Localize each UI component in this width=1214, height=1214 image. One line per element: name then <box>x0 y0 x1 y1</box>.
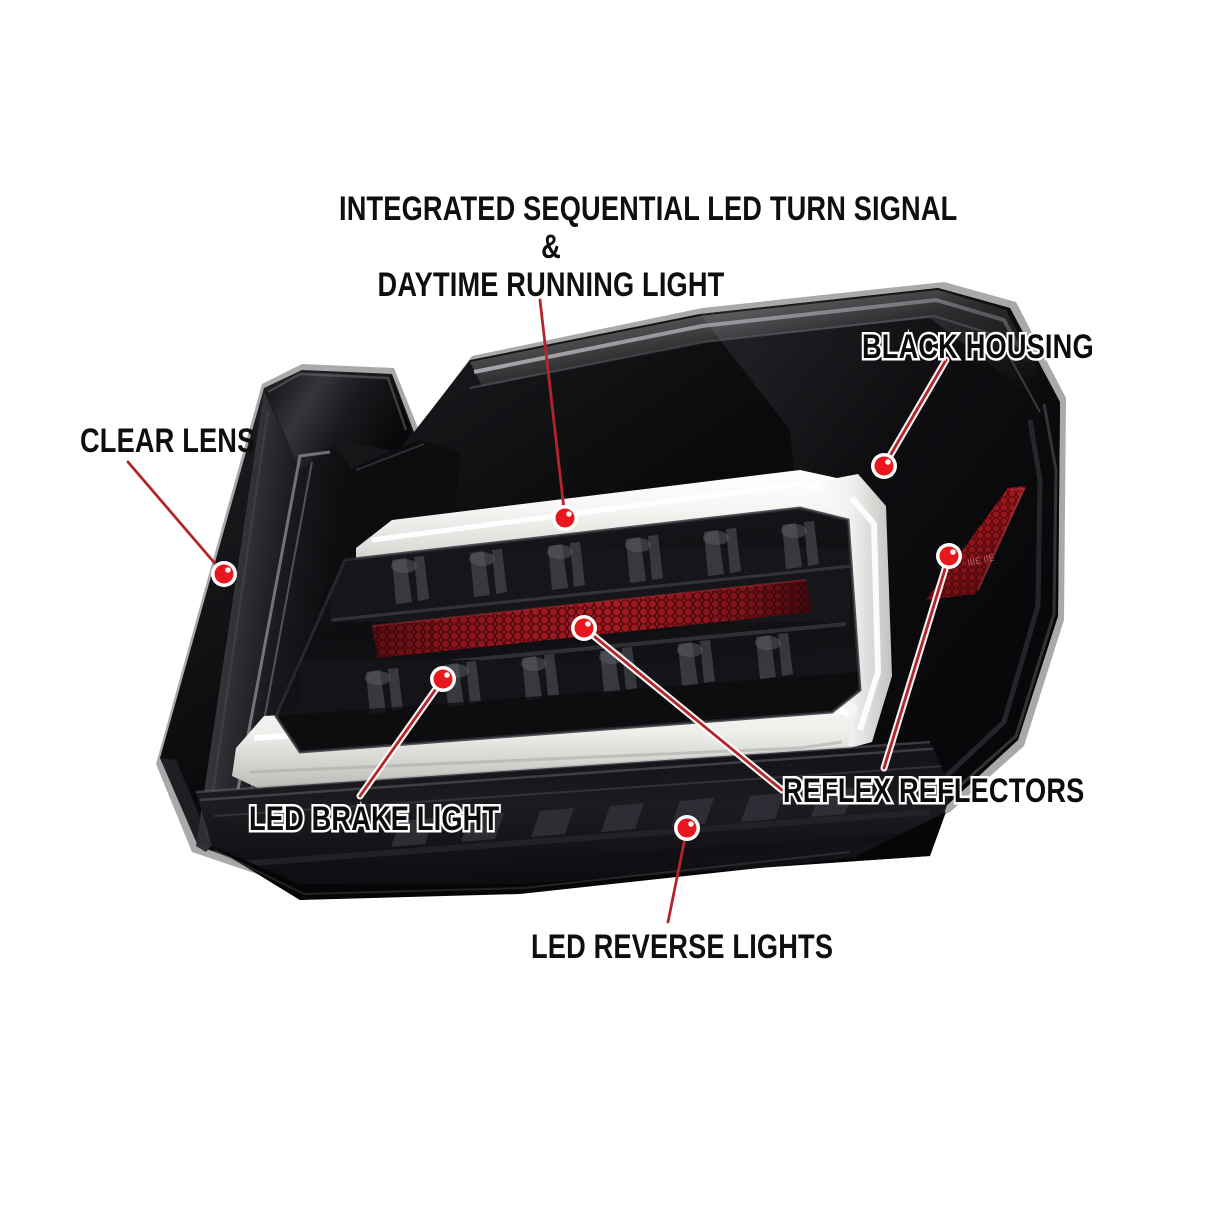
clear-lens-outer-edge <box>204 409 270 841</box>
leader-strokes <box>126 298 951 924</box>
label-turn-signal-line1: INTEGRATED SEQUENTIAL LED TURN SIGNAL <box>339 190 958 228</box>
reverse-light-strip <box>196 742 952 900</box>
marker-reflex-center[interactable] <box>571 615 597 641</box>
marker-reflex-right[interactable] <box>936 543 962 569</box>
housing-upper-fin <box>266 372 412 470</box>
marker-led-brake-light[interactable] <box>430 666 456 692</box>
marker-clear-lens[interactable] <box>211 561 237 587</box>
leader-turn-signal <box>538 298 567 520</box>
housing-top-gloss <box>470 290 1050 404</box>
clear-lens-fin <box>196 392 352 852</box>
reverse-light-detail <box>199 746 945 889</box>
marker-black-housing[interactable] <box>871 453 897 479</box>
callout-markers <box>211 453 962 841</box>
label-turn-signal-line2: & <box>541 228 561 267</box>
tail-light-assembly: IIIE IIE <box>156 282 1066 900</box>
housing-bottom-lip <box>212 812 946 900</box>
left-corner-gloss <box>160 758 212 846</box>
lightguide-lower-shade <box>249 740 843 774</box>
leader-black-housing <box>882 358 948 468</box>
reflex-reflector-right: IIIE IIE <box>926 486 1026 600</box>
lightguide-right-gloss <box>849 496 882 731</box>
label-black-housing: BLACK HOUSING <box>860 325 1096 368</box>
leader-reverse-lights <box>666 826 689 924</box>
housing-top-rim-secondary <box>469 314 1041 413</box>
fin-top-highlight <box>267 372 408 431</box>
housing-top-rim <box>473 297 1048 399</box>
bottom-lip-highlight <box>213 849 851 896</box>
led-cavity-rim <box>274 506 862 754</box>
leader-brake-light <box>358 677 445 798</box>
marker-led-reverse-lights[interactable] <box>674 815 700 841</box>
label-led-brake-light: LED BRAKE LIGHT <box>247 797 501 840</box>
label-clear-lens: CLEAR LENS <box>80 422 256 460</box>
leader-reflex-center <box>582 626 784 792</box>
housing-right-edge-inner <box>936 419 1043 786</box>
reverse-strip-top-edge <box>195 740 931 794</box>
leader-clear-lens <box>126 460 226 576</box>
label-reflex-reflectors: REFLEX REFLECTORS <box>781 769 1086 812</box>
inner-wall-highlight <box>355 443 425 471</box>
marker-turn-signal[interactable] <box>552 505 578 531</box>
label-led-reverse-lights: LED REVERSE LIGHTS <box>531 928 834 966</box>
leader-reflex-right <box>882 554 951 770</box>
clear-lens-edge-highlight <box>234 450 331 801</box>
housing-right-edge <box>943 403 1058 802</box>
leader-lines <box>126 298 953 924</box>
label-turn-signal: INTEGRATED SEQUENTIAL LED TURN SIGNAL & … <box>339 190 958 305</box>
label-turn-signal-line3: DAYTIME RUNNING LIGHT <box>377 266 725 305</box>
